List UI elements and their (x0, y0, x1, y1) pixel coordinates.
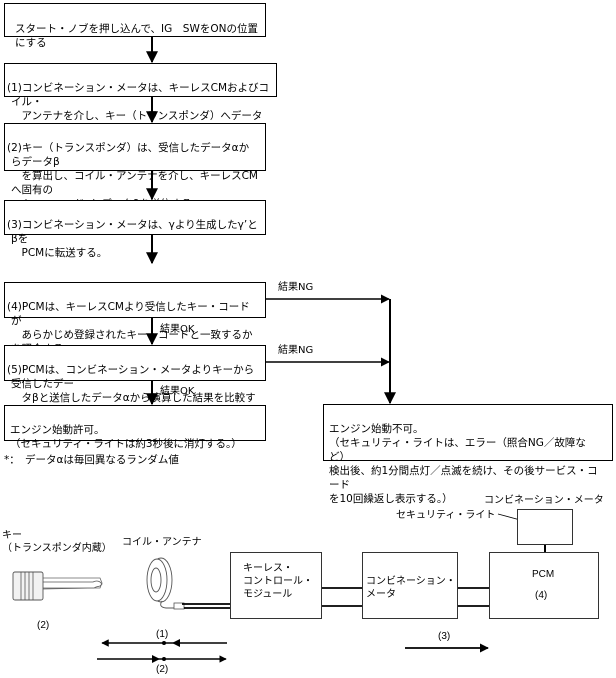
result-ok-label-2: 結果OK (160, 386, 195, 397)
pcm-label: PCM (532, 569, 555, 580)
arrow-2-dot (162, 657, 166, 661)
step-5-number: (5) (7, 364, 22, 376)
step-4-number: (4) (7, 301, 22, 313)
pcm-box: PCM (4) (489, 552, 599, 619)
start-box: スタート・ノブを押し込んで、IG SWをONの位置にする (4, 3, 266, 49)
combination-meter-box: コンビネーション・ メータ (362, 552, 458, 619)
arrow-3-label: (3) (438, 631, 451, 642)
step-3-box: (3)コンビネーション・メータは、γより生成したγ’とβを PCMに転送する。 (4, 200, 266, 259)
meter-security-light-box (517, 509, 573, 545)
pcm-step-label: (4) (535, 590, 548, 601)
engine-start-denied-box: エンジン始動不可。 （セキュリティ・ライトは、エラー（照合NG／故障など） 検出… (323, 404, 613, 505)
engine-start-permitted-text: エンジン始動許可。 （セキュリティ・ライトは約3秒後に消灯する。） (10, 424, 242, 450)
key-label: キー （トランスポンダ内蔵） (2, 530, 112, 554)
step-3-text: コンビネーション・メータは、γより生成したγ’とβを PCMに転送する。 (11, 219, 258, 259)
security-light-label: セキュリティ・ライト (396, 510, 496, 521)
combination-meter-label: コンビネーション・ メータ (366, 576, 456, 600)
coil-antenna-icon (146, 557, 185, 610)
key-step-label: (2) (37, 620, 50, 631)
result-ng-label-2: 結果NG (278, 345, 314, 356)
result-ng-label-1: 結果NG (278, 282, 314, 293)
footnote: *： データαは毎回異なるランダム値 (4, 454, 179, 466)
result-ok-label-1: 結果OK (160, 324, 195, 335)
start-text: スタート・ノブを押し込んで、IG SWをONの位置にする (15, 23, 258, 49)
engine-start-denied-text: エンジン始動不可。 （セキュリティ・ライトは、エラー（照合NG／故障など） 検出… (329, 423, 598, 505)
keyless-control-module: キーレス・ コントロール・ モジュール (230, 552, 322, 619)
arrow-2-mid-head (152, 655, 160, 663)
engine-start-permitted-box: エンジン始動許可。 （セキュリティ・ライトは約3秒後に消灯する。） (4, 405, 266, 450)
arrow-1-label: (1) (156, 629, 169, 640)
step-1-number: (1) (7, 82, 22, 94)
arrow-2-label: (2) (156, 664, 169, 675)
arrow-1-mid-head (172, 639, 180, 647)
keyless-control-module-label: キーレス・ コントロール・ モジュール (243, 563, 313, 600)
arrow-1-dot (162, 641, 166, 645)
step-5-text: PCMは、コンビネーション・メータよりキーから受信したデー タβと送信したデータ… (11, 364, 256, 418)
step-3-number: (3) (7, 219, 22, 231)
step-4-text: PCMは、キーレスCMより受信したキー・コードが あらかじめ登録されたキー・コー… (11, 301, 253, 355)
key-icon (12, 571, 103, 601)
step-2-number: (2) (7, 142, 22, 154)
coil-antenna-label: コイル・アンテナ (122, 537, 202, 548)
step-5-box: (5)PCMは、コンビネーション・メータよりキーから受信したデー タβと送信した… (4, 345, 266, 418)
step-4-box: (4)PCMは、キーレスCMより受信したキー・コードが あらかじめ登録されたキー… (4, 282, 266, 355)
combination-meter-title: コンビネーション・メータ (484, 495, 604, 506)
